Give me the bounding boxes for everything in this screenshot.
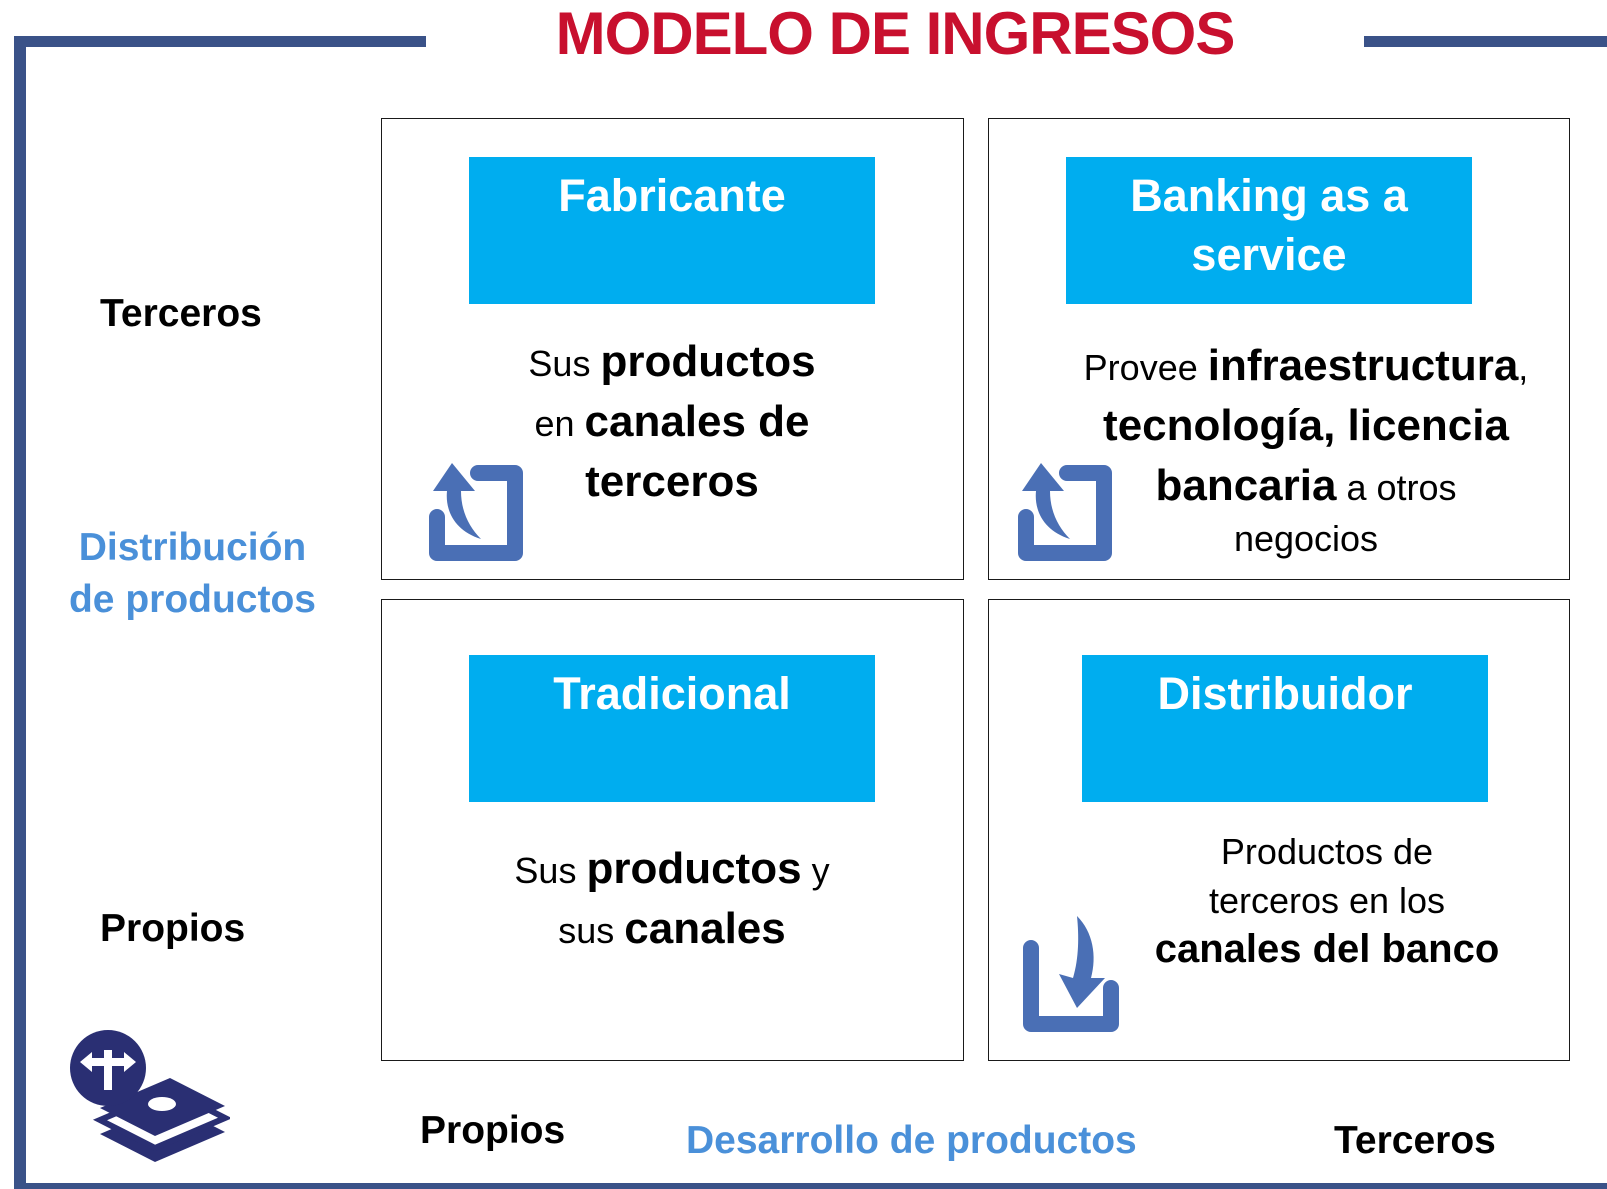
fabricante-desc-l2a: en bbox=[534, 403, 585, 444]
y-axis-title: Distribución de productos bbox=[40, 522, 345, 626]
x-axis-left-label: Propios bbox=[420, 1109, 566, 1152]
y-axis-title-line2: de productos bbox=[68, 578, 316, 621]
fabricante-desc-l2b: canales de bbox=[584, 397, 810, 446]
quadrant-fabricante: Fabricante Sus productos en canales de t… bbox=[381, 118, 964, 580]
quadrant-tradicional: Tradicional Sus productos y sus canales bbox=[381, 599, 964, 1061]
baas-label-box: Banking as a service bbox=[1066, 157, 1472, 304]
fabricante-desc-line1: Sus productos bbox=[472, 333, 872, 393]
baas-desc-line4: negocios bbox=[1233, 518, 1379, 559]
baas-desc-l1c: , bbox=[1518, 347, 1529, 388]
baas-label-line1: Banking as a bbox=[1130, 170, 1408, 221]
baas-desc-l1a: Provee bbox=[1083, 347, 1208, 388]
fabricante-desc-l1a: Sus bbox=[528, 343, 601, 384]
distribuidor-desc-l3b: canales del banco bbox=[1154, 927, 1500, 971]
baas-description: Provee infraestructura, tecnología, lice… bbox=[1051, 337, 1561, 561]
fabricante-label: Fabricante bbox=[558, 170, 786, 221]
tradicional-desc-l1a: Sus bbox=[514, 850, 587, 891]
page-title: MODELO DE INGRESOS bbox=[555, 0, 1236, 67]
tradicional-desc-l1b: productos bbox=[586, 844, 802, 893]
x-axis-right-label: Terceros bbox=[1334, 1119, 1496, 1162]
tradicional-description: Sus productos y sus canales bbox=[442, 840, 902, 960]
baas-desc-l2b: tecnología, licencia bbox=[1103, 401, 1509, 450]
arrow-into-box-icon bbox=[1021, 912, 1121, 1032]
baas-desc-line3: bancaria a otros bbox=[1051, 457, 1561, 517]
tradicional-desc-line2: sus canales bbox=[442, 900, 902, 960]
tradicional-desc-l2a: sus bbox=[558, 910, 625, 951]
tradicional-label: Tradicional bbox=[553, 668, 791, 719]
y-axis-title-line1: Distribución bbox=[78, 526, 307, 569]
baas-desc-l1b: infraestructura bbox=[1207, 341, 1519, 390]
frame-top-left-border bbox=[14, 36, 426, 47]
baas-label-line2: service bbox=[1191, 229, 1347, 280]
tradicional-desc-line1: Sus productos y bbox=[442, 840, 902, 900]
arrow-out-of-box-icon bbox=[1014, 461, 1114, 563]
quadrant-banking-as-a-service: Banking as a service Provee infraestruct… bbox=[988, 118, 1570, 580]
tradicional-desc-l1c: y bbox=[801, 850, 830, 891]
frame-top-right-border bbox=[1364, 36, 1607, 47]
tradicional-desc-l2b: canales bbox=[624, 904, 786, 953]
fabricante-desc-l3b: terceros bbox=[585, 457, 759, 506]
baas-desc-l3c: a otros bbox=[1336, 467, 1457, 508]
money-direction-icon bbox=[70, 1028, 230, 1163]
frame-bottom-border bbox=[14, 1183, 1607, 1189]
baas-desc-line1: Provee infraestructura, bbox=[1051, 337, 1561, 397]
distribuidor-desc-line2: terceros en los bbox=[1208, 880, 1446, 921]
distribuidor-label: Distribuidor bbox=[1157, 668, 1413, 719]
arrow-out-of-box-icon bbox=[425, 461, 525, 563]
distribuidor-desc-line3: canales del banco bbox=[1147, 925, 1507, 974]
distribuidor-label-box: Distribuidor bbox=[1082, 655, 1488, 802]
distribuidor-desc-line1: Productos de bbox=[1220, 831, 1434, 872]
y-axis-top-label: Terceros bbox=[100, 292, 262, 335]
baas-desc-l3b: bancaria bbox=[1155, 461, 1337, 510]
fabricante-desc-line2: en canales de bbox=[472, 393, 872, 453]
fabricante-desc-line3: terceros bbox=[472, 453, 872, 513]
frame-left-border bbox=[14, 36, 26, 1189]
fabricante-label-box: Fabricante bbox=[469, 157, 875, 304]
x-axis-title: Desarrollo de productos bbox=[686, 1119, 1137, 1162]
tradicional-label-box: Tradicional bbox=[469, 655, 875, 802]
y-axis-bottom-label: Propios bbox=[100, 907, 246, 950]
quadrant-distribuidor: Distribuidor Productos de terceros en lo… bbox=[988, 599, 1570, 1061]
baas-desc-line2: tecnología, licencia bbox=[1051, 397, 1561, 457]
fabricante-description: Sus productos en canales de terceros bbox=[472, 333, 872, 513]
distribuidor-description: Productos de terceros en los canales del… bbox=[1147, 827, 1507, 974]
fabricante-desc-l1b: productos bbox=[600, 337, 816, 386]
